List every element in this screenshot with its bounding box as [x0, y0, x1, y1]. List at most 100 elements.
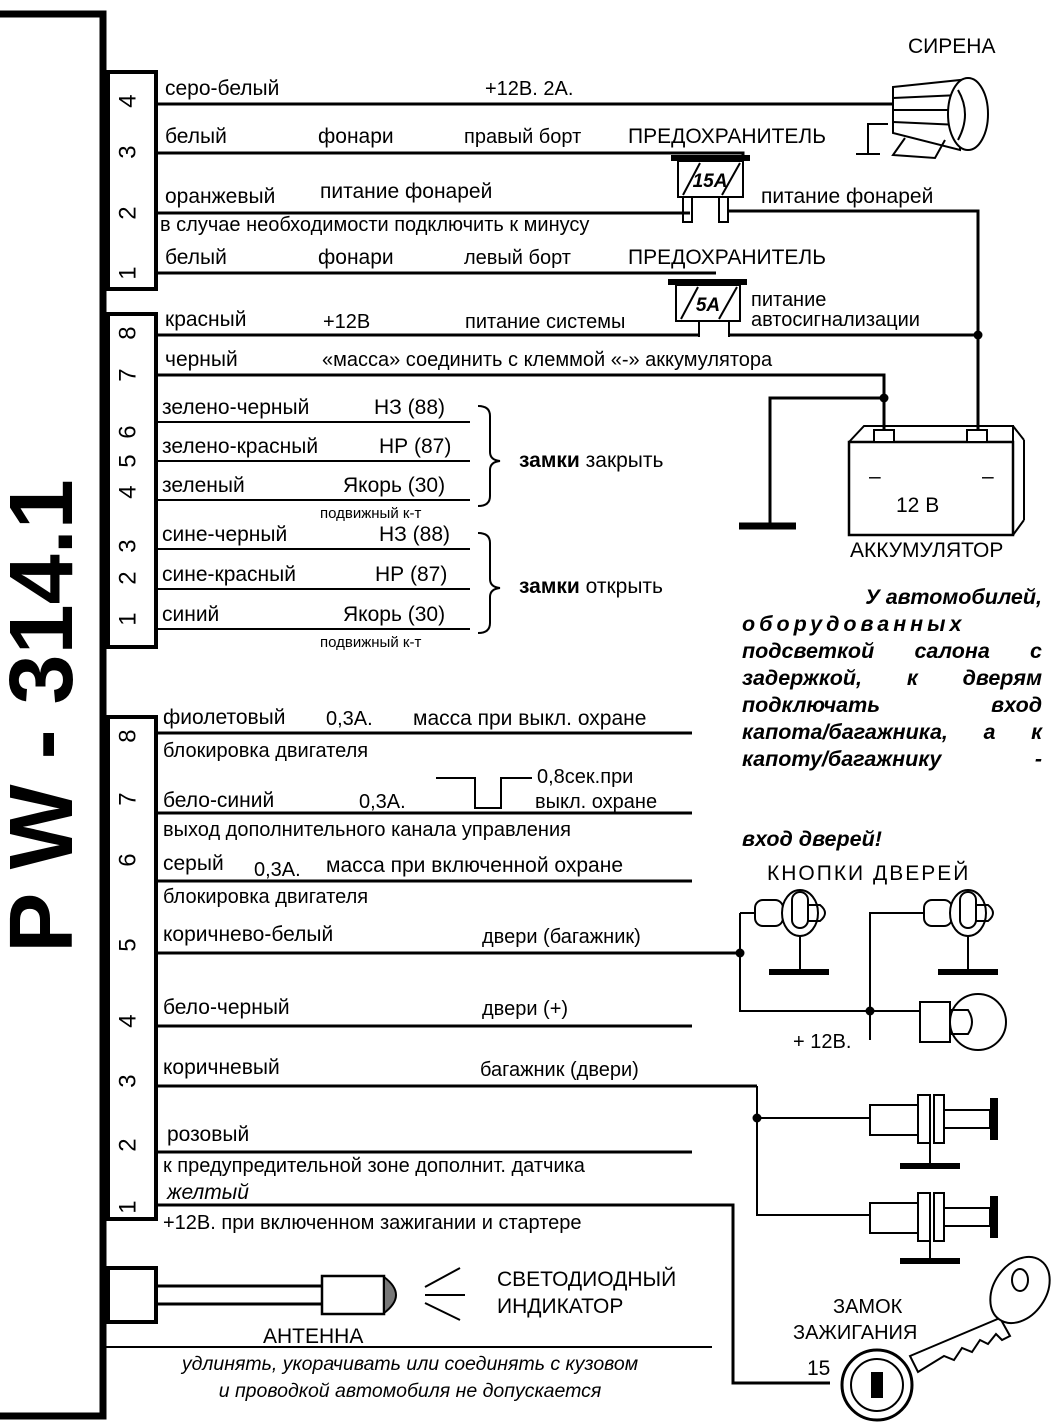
- wire-color-label: коричневый: [163, 1056, 280, 1079]
- lock-close-bold: замки: [519, 449, 580, 472]
- wire-side-label: левый борт: [464, 247, 571, 269]
- lamp-icon: [919, 993, 1007, 1051]
- led-connector: [106, 1266, 158, 1324]
- wire-spec-label: 0,3А.: [254, 859, 301, 881]
- wire: [156, 373, 886, 430]
- led-label: ИНДИКАТОР: [497, 1295, 623, 1318]
- wire-color-label: желтый: [166, 1181, 249, 1204]
- connector-2-pin: 8: [115, 326, 142, 339]
- fuse-15a-icon: [671, 155, 750, 223]
- fuse-5a-label: питание: [751, 289, 826, 311]
- lock-open-rest: открыть: [580, 575, 663, 598]
- wire-function-label: питание фонарей: [320, 180, 492, 203]
- wire-function-label: двери (багажник): [482, 926, 641, 948]
- wire-color-label: зелено-черный: [162, 396, 309, 419]
- wire: [728, 209, 980, 430]
- battery-icon: [847, 425, 1025, 537]
- wire-color-label: белый: [165, 246, 227, 269]
- note-line: У автомобилей,: [865, 585, 1042, 609]
- relay-contact-label: НЗ (88): [379, 523, 450, 546]
- wire: [739, 913, 920, 1012]
- lock-open-label: замки открыть: [519, 575, 663, 598]
- connector-2: [106, 312, 158, 649]
- door-buttons-label: КНОПКИ ДВЕРЕЙ: [767, 861, 970, 885]
- wire-side-label: правый борт: [464, 126, 581, 148]
- relay-contact-label: НР (87): [375, 563, 447, 586]
- brace: [477, 532, 501, 634]
- fuse-label: ПРЕДОХРАНИТЕЛЬ: [628, 125, 826, 148]
- ignition-label: ЗАМОК: [833, 1296, 903, 1318]
- wire-function-label: «масса» соединить с клеммой «-» аккумуля…: [322, 349, 773, 371]
- wire-note-label: блокировка двигателя: [163, 740, 368, 762]
- antenna-warning: и проводкой автомобиля не допускается: [218, 1380, 602, 1402]
- wire-function-label: фонари: [318, 125, 394, 148]
- wire-color-label: бело-синий: [163, 789, 274, 812]
- connector-3-pin: 6: [115, 853, 142, 866]
- ignition-label: ЗАЖИГАНИЯ: [793, 1322, 917, 1344]
- wire-color-label: сине-красный: [162, 563, 296, 586]
- wire-color-label: бело-черный: [163, 996, 290, 1019]
- connector-2-pin: 3: [115, 539, 142, 552]
- wire-function-label: +12В. при включенном зажигании и стартер…: [163, 1212, 582, 1234]
- connector-2-pin: 6: [115, 425, 142, 438]
- wire-spec-label: +12В. 2А.: [485, 78, 573, 100]
- fuse-label: ПРЕДОХРАНИТЕЛЬ: [628, 246, 826, 269]
- connector-3-pin: 2: [115, 1138, 142, 1151]
- wire-spec-label: +12В: [323, 311, 370, 333]
- relay-contact-label: НЗ (88): [374, 396, 445, 419]
- pulse-icon: [436, 777, 532, 809]
- connector-1: [106, 70, 158, 291]
- wire: [768, 396, 884, 526]
- lock-open-bold: замки: [519, 575, 580, 598]
- wire-spec-label: 0,3А.: [359, 791, 406, 813]
- connector-1-pin: 4: [115, 94, 142, 107]
- wire-color-label: коричнево-белый: [163, 923, 333, 946]
- key-icon: [908, 1255, 1051, 1374]
- wire-note-label: выход дополнительного канала управления: [163, 819, 571, 841]
- connector-3-pin: 1: [115, 1200, 142, 1213]
- hood-switch-icon: [869, 1094, 998, 1169]
- wire-color-label: серо-белый: [165, 77, 279, 100]
- connector-3: [106, 715, 158, 1221]
- note-line: подсветкой салона с: [742, 639, 1042, 663]
- wire-note-label: блокировка двигателя: [163, 886, 368, 908]
- note-line: капота/багажника, а к: [742, 720, 1042, 744]
- wire-color-label: черный: [165, 348, 238, 371]
- note-line: оборудованных: [742, 612, 966, 636]
- connector-3-pin: 4: [115, 1014, 142, 1027]
- fuse-15a-rating: 15A: [693, 171, 728, 192]
- connector-1-pin: 1: [115, 266, 142, 279]
- door-button-icon: [740, 889, 829, 975]
- wire-color-label: синий: [162, 603, 219, 626]
- wire-function-label: масса при включенной охране: [326, 854, 623, 877]
- connector-2-pin: 7: [115, 368, 142, 381]
- wire-color-label: белый: [165, 125, 227, 148]
- note-line: подключать вход: [742, 693, 1042, 717]
- ignition-lock-icon: [840, 1348, 914, 1422]
- note-line: капоту/багажнику -: [742, 747, 1042, 771]
- relay-contact-label: НР (87): [379, 435, 451, 458]
- led-label: СВЕТОДИОДНЫЙ: [497, 1267, 676, 1291]
- lock-close-rest: закрыть: [580, 449, 664, 472]
- brace: [477, 405, 501, 507]
- wire-color-label: серый: [163, 852, 224, 875]
- fuse-5a-icon: [668, 279, 747, 337]
- wire: [156, 151, 745, 158]
- junction-dot: [973, 330, 983, 340]
- relay-contact-label: Якорь (30): [343, 603, 445, 626]
- lamp-supply-label: + 12В.: [793, 1031, 851, 1053]
- wire-color-label: сине-черный: [162, 523, 287, 546]
- note-line: задержкой, к дверям: [742, 666, 1042, 690]
- battery-label: АККУМУЛЯТОР: [850, 539, 1003, 562]
- antenna-label: АНТЕННА: [263, 1325, 363, 1348]
- wire-note-label: в случае необходимости подключить к мину…: [160, 214, 589, 236]
- fuse-5a-label: автосигнализации: [751, 309, 920, 331]
- moving-contact-label: подвижный к-т: [320, 505, 421, 522]
- battery-terminal-minus: –: [982, 465, 994, 488]
- connector-3-pin: 3: [115, 1074, 142, 1087]
- battery-terminal-minus: –: [869, 465, 881, 488]
- wire: [756, 1086, 870, 1216]
- moving-contact-label: подвижный к-т: [320, 634, 421, 651]
- connector-1-pin: 2: [115, 206, 142, 219]
